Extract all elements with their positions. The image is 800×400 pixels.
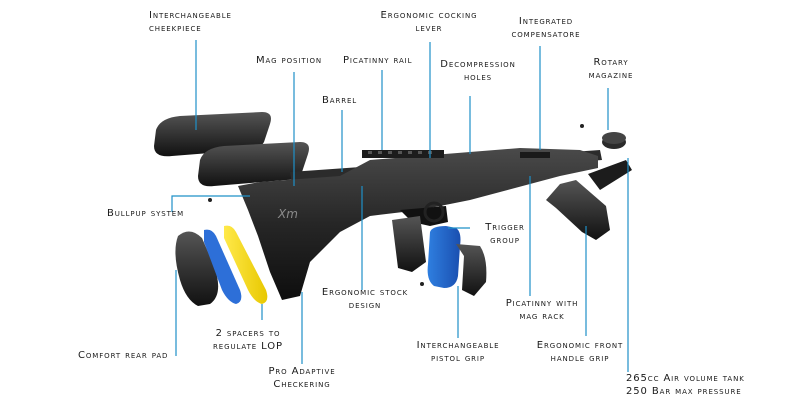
label-cocking-lever-line2: lever bbox=[415, 22, 443, 34]
label-checkering-line1: Pro Adaptive bbox=[268, 366, 336, 377]
label-trigger-group-line2: group bbox=[490, 234, 520, 246]
label-cocking-lever: Ergonomic cocking lever bbox=[362, 10, 496, 35]
label-trigger-group-line1: Trigger bbox=[485, 222, 525, 233]
label-picatinny-mag-rack-line2: mag rack bbox=[519, 310, 565, 322]
label-spacers-line2: regulate LOP bbox=[213, 340, 283, 352]
callout-lines bbox=[171, 40, 629, 372]
label-air-tank-line2: 250 Bar max pressure bbox=[626, 385, 742, 397]
label-mag-position: Mag position bbox=[256, 55, 322, 68]
label-picatinny-rail-line1: Picatinny rail bbox=[343, 55, 413, 66]
label-compensator: Integrated compensatore bbox=[498, 16, 594, 41]
label-stock-design-line2: design bbox=[348, 299, 382, 311]
label-picatinny-mag-rack-line1: Picatinny with bbox=[505, 298, 579, 309]
label-pistol-grip-line1: Interchangeable bbox=[416, 340, 500, 351]
screw-1 bbox=[208, 198, 212, 202]
front-grip-clamp bbox=[588, 160, 632, 190]
label-picatinny-mag-rack: Picatinny with mag rack bbox=[488, 298, 596, 323]
label-air-tank-line1: 265cc Air volume tank bbox=[626, 373, 745, 384]
logo-mark: Xm bbox=[277, 207, 298, 221]
label-spacers: 2 spacers to regulate LOP bbox=[200, 328, 296, 353]
rotary-magazine-top bbox=[602, 132, 626, 144]
label-pistol-grip: Interchangeable pistol grip bbox=[400, 340, 516, 365]
label-rotary-magazine: Rotary magazine bbox=[578, 57, 644, 82]
label-cheekpiece-line1: Interchangeable bbox=[149, 10, 232, 21]
label-cheekpiece: Interchangeable cheekpiece bbox=[149, 10, 232, 35]
label-stock-design: Ergonomic stock design bbox=[300, 287, 430, 312]
label-cocking-lever-line1: Ergonomic cocking bbox=[380, 10, 478, 21]
label-picatinny-rail: Picatinny rail bbox=[343, 55, 412, 68]
label-rear-pad: Comfort rear pad bbox=[78, 350, 168, 363]
label-spacers-line1: 2 spacers to bbox=[215, 328, 281, 339]
comfort-rear-pad bbox=[175, 231, 219, 306]
picatinny-rail-part bbox=[362, 150, 444, 158]
label-decompression-line1: Decompression bbox=[440, 59, 516, 70]
label-cheekpiece-line2: cheekpiece bbox=[149, 22, 202, 34]
label-front-grip-line1: Ergonomic front bbox=[536, 340, 624, 351]
label-front-grip-line2: handle grip bbox=[550, 352, 610, 364]
label-checkering-line2: Checkering bbox=[273, 378, 331, 390]
trigger-ring bbox=[423, 201, 445, 223]
label-front-grip: Ergonomic front handle grip bbox=[520, 340, 640, 365]
cheekpiece-lower-part bbox=[198, 142, 309, 187]
label-bullpup-line1: Bullpup system bbox=[107, 208, 185, 219]
blue-spacer bbox=[204, 229, 242, 304]
label-bullpup: Bullpup system bbox=[107, 208, 184, 221]
label-rotary-magazine-line2: magazine bbox=[588, 69, 634, 81]
label-rear-pad-line1: Comfort rear pad bbox=[78, 350, 169, 361]
label-decompression: Decompression holes bbox=[430, 59, 526, 84]
label-decompression-line2: holes bbox=[463, 71, 493, 83]
label-rotary-magazine-line1: Rotary bbox=[593, 57, 629, 68]
label-stock-design-line1: Ergonomic stock bbox=[321, 287, 409, 298]
front-rail-part bbox=[520, 152, 550, 158]
label-air-tank: 265cc Air volume tank 250 Bar max pressu… bbox=[626, 373, 745, 398]
blue-pistol-grip bbox=[427, 226, 461, 288]
label-barrel: Barrel bbox=[322, 95, 357, 108]
screw-3 bbox=[420, 282, 424, 286]
label-trigger-group: Trigger group bbox=[472, 222, 538, 247]
yellow-spacer bbox=[224, 225, 268, 304]
rifle-body bbox=[238, 148, 598, 300]
label-pistol-grip-line2: pistol grip bbox=[430, 352, 486, 364]
front-handle-grip bbox=[546, 180, 610, 240]
grip-insert bbox=[456, 244, 487, 296]
label-compensator-line1: Integrated bbox=[518, 16, 574, 27]
screw-2 bbox=[580, 124, 584, 128]
label-checkering: Pro Adaptive Checkering bbox=[250, 366, 354, 391]
label-mag-position-line1: Mag position bbox=[256, 55, 323, 66]
label-compensator-line2: compensatore bbox=[511, 28, 581, 40]
label-barrel-line1: Barrel bbox=[322, 95, 358, 106]
black-pistol-grip bbox=[392, 216, 426, 272]
